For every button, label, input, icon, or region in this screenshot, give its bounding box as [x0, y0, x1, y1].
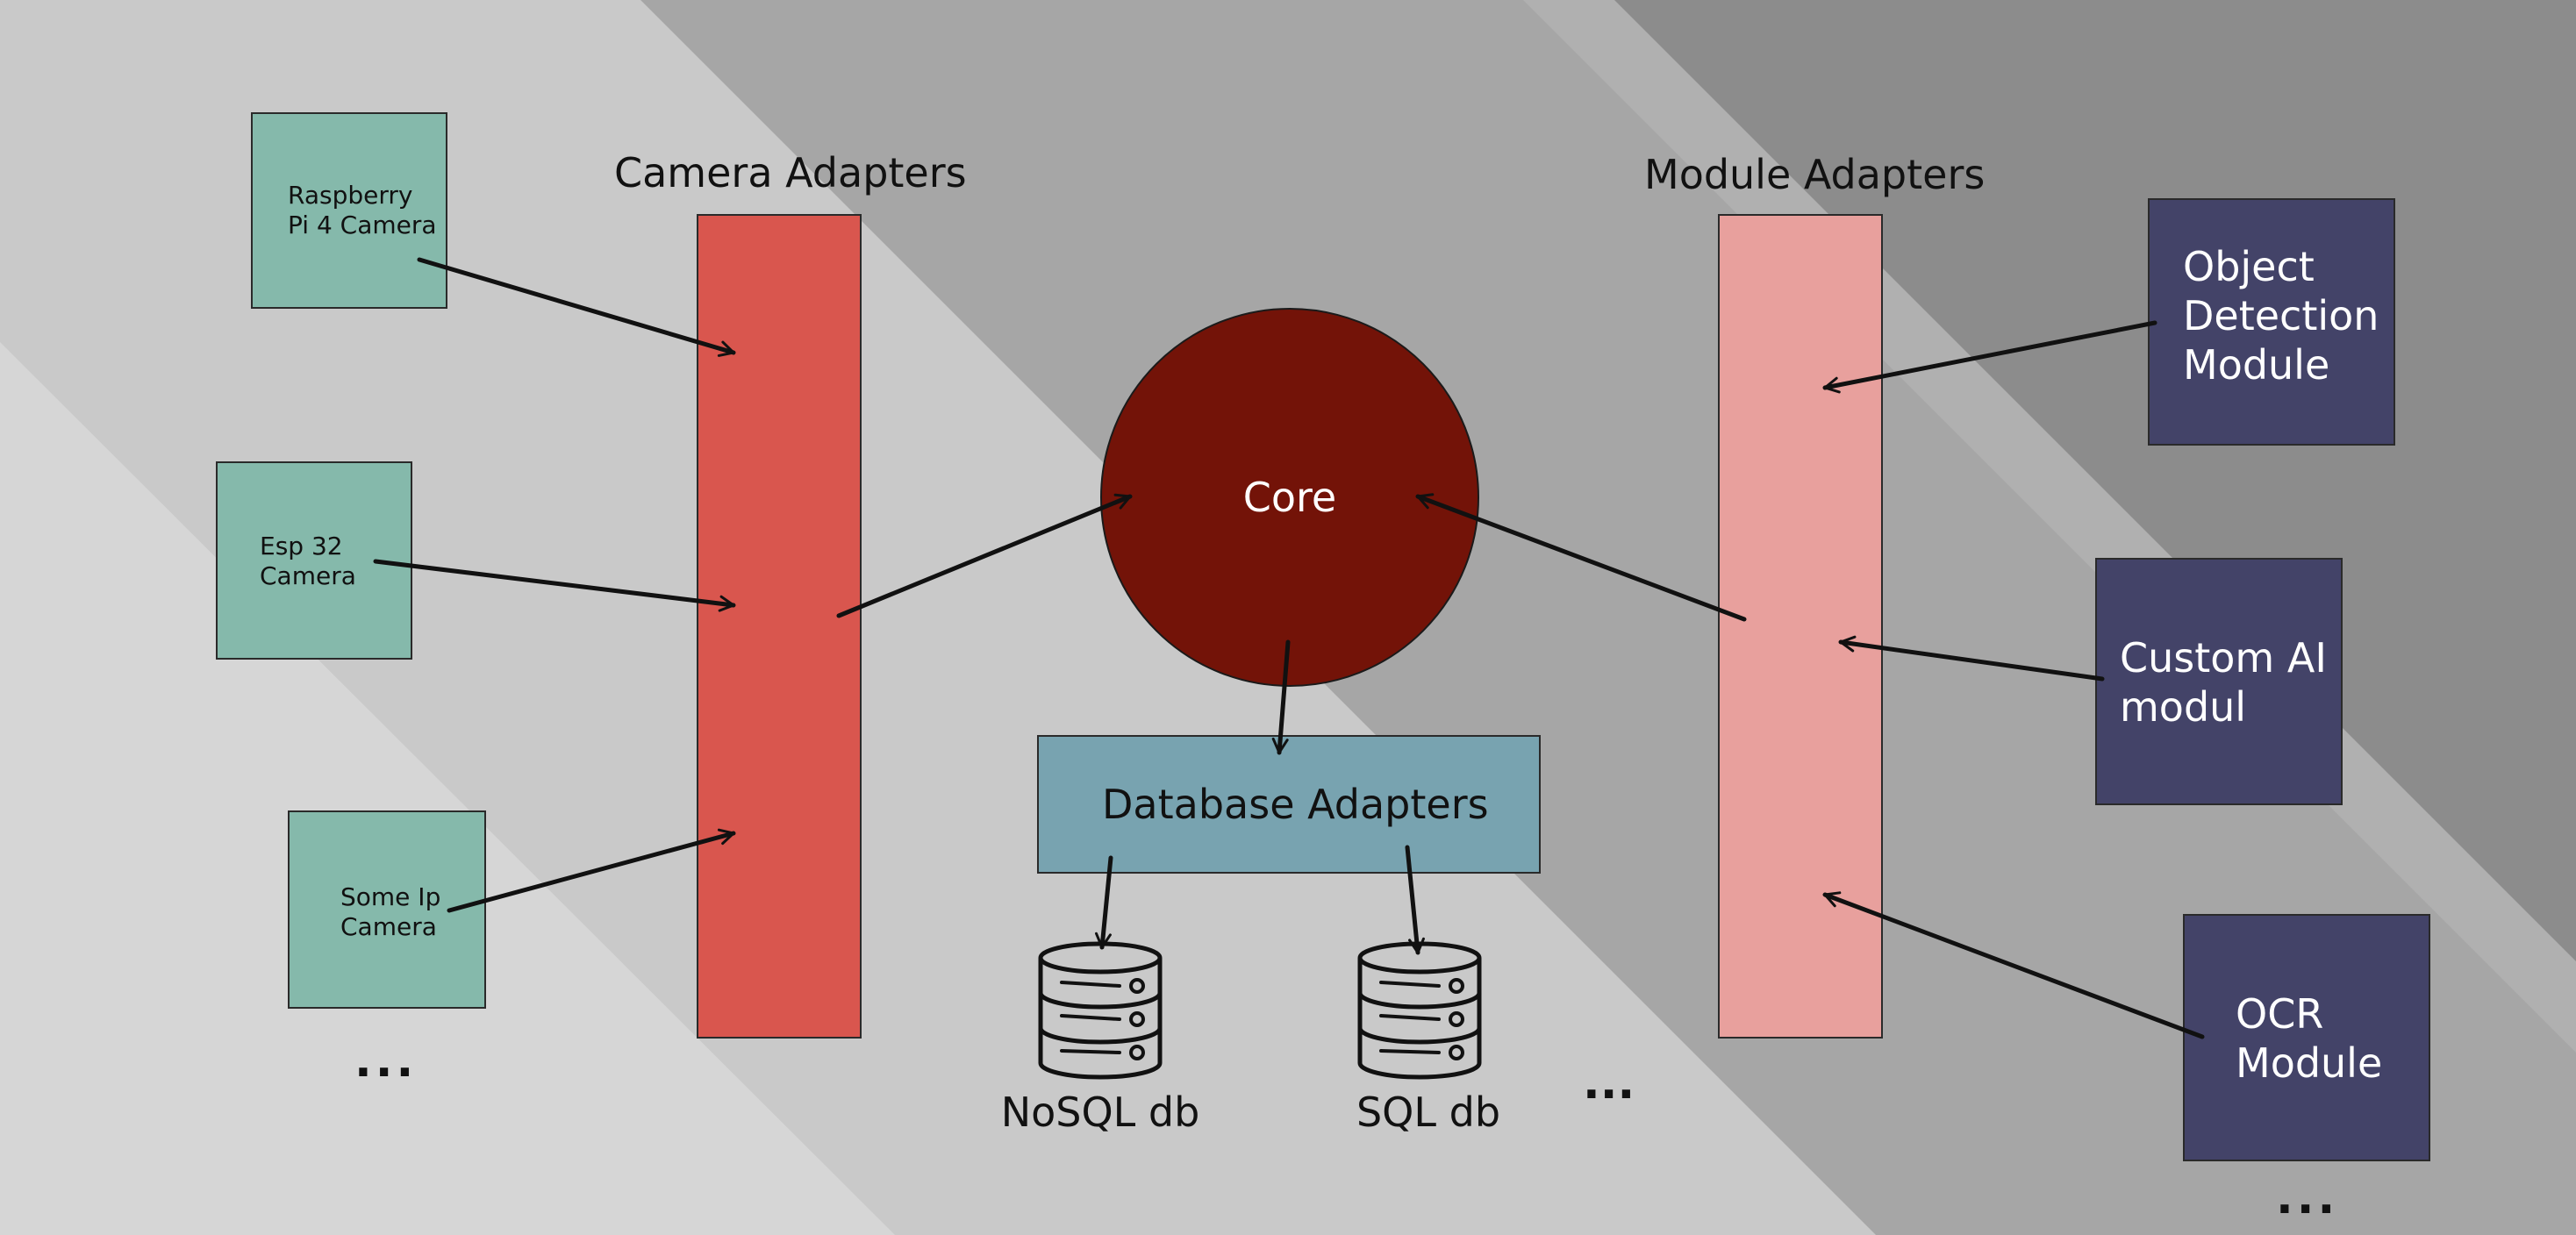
nosql-db-label: NoSQL db	[1001, 1089, 1200, 1136]
camera-label: Esp 32 Camera	[260, 532, 356, 590]
core-label: Core	[1243, 474, 1336, 521]
arrow-object-detection-to-module-adapters	[1822, 320, 2157, 394]
module-box-object-detection: Object Detection Module	[2148, 198, 2395, 446]
database-icon	[1360, 944, 1479, 1077]
core-circle	[1100, 308, 1479, 687]
module-label: OCR Module	[2236, 990, 2383, 1087]
arrow-database-adapters-to-nosql	[1095, 855, 1113, 950]
database-adapters-box: Database Adapters	[1037, 735, 1541, 874]
camera-label: Raspberry Pi 4 Camera	[288, 181, 437, 239]
arrow-ocr-to-module-adapters	[1822, 891, 2205, 1039]
module-box-custom-ai: Custom AI modul	[2095, 558, 2343, 805]
arrow-custom-ai-to-module-adapters	[1838, 635, 2105, 682]
arrow-module-adapters-to-core	[1415, 493, 1747, 622]
database-adapters-label: Database Adapters	[1102, 781, 1489, 828]
module-label: Custom AI modul	[2120, 634, 2327, 731]
module-box-ocr: OCR Module	[2183, 914, 2430, 1161]
camera-adapters-heading: Camera Adapters	[614, 149, 967, 196]
module-adapters-heading: Module Adapters	[1644, 151, 1986, 198]
camera-box-raspberry: Raspberry Pi 4 Camera	[251, 112, 447, 309]
camera-more-ellipsis: ...	[354, 1035, 418, 1088]
arrow-camera-adapters-to-core	[836, 493, 1133, 618]
arrow-core-to-database-adapters	[1271, 639, 1291, 755]
background-band	[0, 0, 1876, 1235]
database-more-ellipsis: ...	[1583, 1057, 1635, 1110]
arrow-raspberry-to-camera-adapters	[417, 257, 736, 357]
arrows	[373, 257, 2205, 1039]
module-adapters-bar	[1718, 214, 1883, 1039]
camera-label: Some Ip Camera	[340, 882, 441, 941]
arrow-esp32-to-camera-adapters	[373, 559, 736, 612]
arrow-database-adapters-to-sql	[1405, 845, 1425, 955]
sql-db-label: SQL db	[1356, 1089, 1500, 1136]
module-more-ellipsis: ...	[2276, 1172, 2339, 1224]
database-icon	[1041, 944, 1160, 1077]
arrow-ip-to-camera-adapters	[447, 828, 736, 913]
module-label: Object Detection Module	[2183, 243, 2379, 389]
